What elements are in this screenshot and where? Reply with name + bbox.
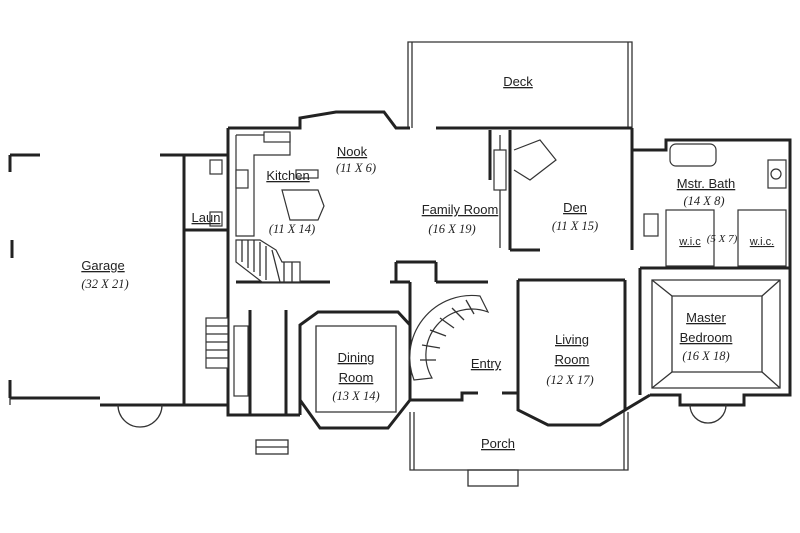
dim-wic: (5 X 7) <box>707 233 738 245</box>
dim-family-room: (16 X 19) <box>428 222 475 236</box>
deck <box>407 41 633 128</box>
label-entry: Entry <box>471 356 502 371</box>
label-master-bedroom-2: Bedroom <box>680 330 733 345</box>
stairs-entry <box>409 294 490 381</box>
dim-master-bath: (14 X 8) <box>684 194 725 208</box>
dim-nook: (11 X 6) <box>336 161 376 175</box>
label-dining-1: Dining <box>338 350 375 365</box>
dim-garage: (32 X 21) <box>81 277 128 291</box>
master-tray-ceiling <box>651 279 781 424</box>
dim-living: (12 X 17) <box>546 373 593 387</box>
label-kitchen: Kitchen <box>266 168 309 183</box>
fireplace <box>493 139 557 191</box>
bath-fixtures <box>643 143 787 267</box>
label-family-room: Family Room <box>422 202 499 217</box>
label-master-bath: Mstr. Bath <box>677 176 736 191</box>
label-nook: Nook <box>337 144 368 159</box>
stairs-side <box>205 317 249 397</box>
label-wic-right: w.i.c. <box>749 236 774 248</box>
dim-dining: (13 X 14) <box>332 389 379 403</box>
kitchen-fixtures <box>209 131 325 237</box>
room-labels: Deck Nook (11 X 6) Kitchen (11 X 14) Lau… <box>81 74 774 451</box>
label-laun: Laun <box>192 210 221 225</box>
label-deck: Deck <box>503 74 533 89</box>
label-wic-left: w.i.c <box>678 236 701 248</box>
label-garage: Garage <box>81 258 124 273</box>
dim-kitchen: (11 X 14) <box>269 222 315 236</box>
dim-master-bedroom: (16 X 18) <box>682 349 729 363</box>
garage <box>8 153 228 428</box>
dining-tray-ceiling <box>315 325 397 413</box>
exterior-walls <box>226 110 792 430</box>
label-dining-2: Room <box>339 370 374 385</box>
interior-walls <box>184 130 790 415</box>
porch <box>409 412 629 487</box>
label-living-1: Living <box>555 332 589 347</box>
front-steps <box>255 439 289 455</box>
label-porch: Porch <box>481 436 515 451</box>
label-living-2: Room <box>555 352 590 367</box>
dim-den: (11 X 15) <box>552 219 598 233</box>
label-master-bedroom-1: Master <box>686 310 726 325</box>
stairs-rear <box>235 239 301 283</box>
label-den: Den <box>563 200 587 215</box>
